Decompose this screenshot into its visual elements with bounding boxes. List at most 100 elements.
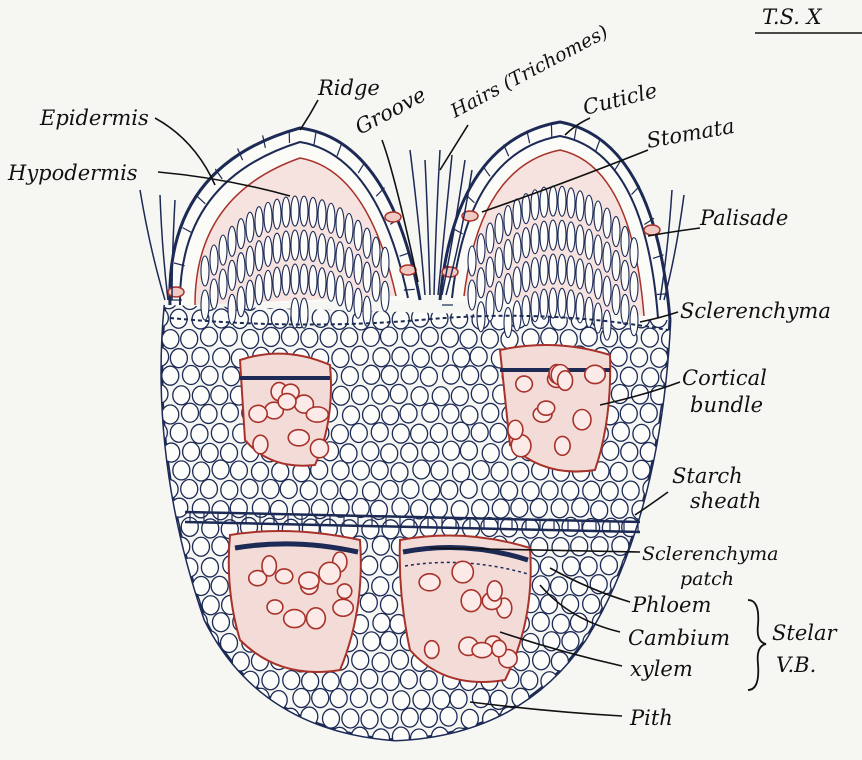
parenchyma-cell	[562, 557, 579, 576]
parenchyma-cell	[381, 444, 398, 463]
parenchyma-cell	[362, 327, 379, 346]
parenchyma-cell	[572, 498, 589, 517]
parenchyma-cell	[171, 729, 188, 748]
parenchyma-cell	[242, 671, 259, 690]
parenchyma-cell	[141, 479, 158, 498]
palisade-cell	[585, 229, 593, 259]
label-sclerenchyma: Sclerenchyma	[680, 299, 831, 323]
palisade-cell	[201, 290, 209, 320]
parenchyma-cell	[401, 519, 418, 538]
parenchyma-cell	[482, 403, 499, 422]
palisade-cell	[621, 260, 629, 290]
palisade-cell	[273, 267, 281, 297]
parenchyma-cell	[270, 501, 287, 520]
palisade-cell	[345, 282, 353, 312]
parenchyma-cell	[443, 365, 460, 384]
xylem-vessel	[452, 561, 473, 583]
palisade-cell	[210, 279, 218, 309]
parenchyma-cell	[522, 482, 539, 501]
parenchyma-cell	[601, 482, 618, 501]
parenchyma-cell	[212, 460, 229, 479]
parenchyma-cell	[551, 577, 568, 596]
parenchyma-cell	[193, 650, 210, 669]
parenchyma-cell	[340, 481, 357, 500]
parenchyma-cell	[201, 327, 218, 346]
parenchyma-cell	[591, 537, 608, 556]
parenchyma-cell	[652, 574, 669, 593]
xylem-vessel	[262, 556, 276, 576]
palisade-cell	[594, 269, 602, 299]
parenchyma-cell	[551, 499, 568, 518]
label-stelar: Stelar	[772, 621, 838, 645]
xylem-vessel	[487, 581, 502, 601]
parenchyma-cell	[612, 536, 629, 555]
parenchyma-cell	[141, 442, 158, 461]
xylem-vessel	[538, 401, 555, 415]
parenchyma-cell	[610, 576, 627, 595]
parenchyma-cell	[342, 709, 359, 728]
parenchyma-cell	[332, 461, 349, 480]
parenchyma-cell	[643, 518, 660, 537]
parenchyma-cell	[201, 443, 218, 462]
parenchyma-cell	[593, 728, 610, 747]
palisade-cell	[558, 186, 566, 216]
palisade-cell	[255, 275, 263, 305]
parenchyma-cell	[352, 651, 369, 670]
parenchyma-cell	[200, 670, 217, 689]
label-sheath: sheath	[690, 489, 761, 513]
palisade-cell	[300, 230, 308, 260]
palisade-cell	[228, 226, 236, 256]
parenchyma-cell	[213, 348, 230, 367]
parenchyma-cell	[331, 310, 348, 329]
parenchyma-cell	[141, 291, 158, 310]
parenchyma-cell	[392, 310, 409, 329]
parenchyma-cell	[580, 672, 597, 691]
label-cambium: Cambium	[628, 626, 730, 650]
label-epidermis: Epidermis	[39, 106, 149, 130]
parenchyma-cell	[171, 650, 188, 669]
parenchyma-cell	[343, 406, 360, 425]
palisade-cell	[255, 241, 263, 271]
palisade-cell	[630, 306, 638, 336]
parenchyma-cell	[381, 556, 398, 575]
parenchyma-cell	[361, 710, 378, 729]
parenchyma-cell	[211, 386, 228, 405]
palisade-cell	[282, 231, 290, 261]
parenchyma-cell	[393, 691, 410, 710]
parenchyma-cell	[181, 403, 198, 422]
parenchyma-cell	[220, 327, 237, 346]
parenchyma-cell	[162, 405, 179, 424]
parenchyma-cell	[341, 367, 358, 386]
palisade-cell	[381, 247, 389, 277]
xylem-vessel	[555, 436, 570, 455]
xylem-vessel	[558, 371, 573, 391]
parenchyma-cell	[151, 384, 168, 403]
parenchyma-cell	[341, 671, 358, 690]
palisade-cell	[291, 230, 299, 260]
parenchyma-cell	[173, 386, 190, 405]
parenchyma-cell	[152, 347, 169, 366]
parenchyma-cell	[202, 596, 219, 615]
parenchyma-cell	[452, 422, 469, 441]
parenchyma-cell	[182, 708, 199, 727]
parenchyma-cell	[500, 707, 517, 726]
parenchyma-cell	[413, 460, 430, 479]
parenchyma-cell	[561, 670, 578, 689]
parenchyma-cell	[331, 425, 348, 444]
palisade-cell	[567, 188, 575, 218]
parenchyma-cell	[341, 328, 358, 347]
palisade-cell	[246, 212, 254, 242]
palisade-cell	[513, 199, 521, 229]
parenchyma-cell	[212, 613, 229, 632]
parenchyma-cell	[322, 672, 339, 691]
palisade-cell	[513, 267, 521, 297]
palisade-cell	[219, 269, 227, 299]
xylem-vessel	[508, 420, 523, 439]
parenchyma-cell	[532, 728, 549, 747]
label-cuticle: Cuticle	[580, 78, 659, 120]
parenchyma-cell	[381, 366, 398, 385]
parenchyma-cell	[591, 501, 608, 520]
parenchyma-cell	[540, 557, 557, 576]
parenchyma-cell	[633, 728, 650, 747]
palisade-cell	[309, 231, 317, 261]
